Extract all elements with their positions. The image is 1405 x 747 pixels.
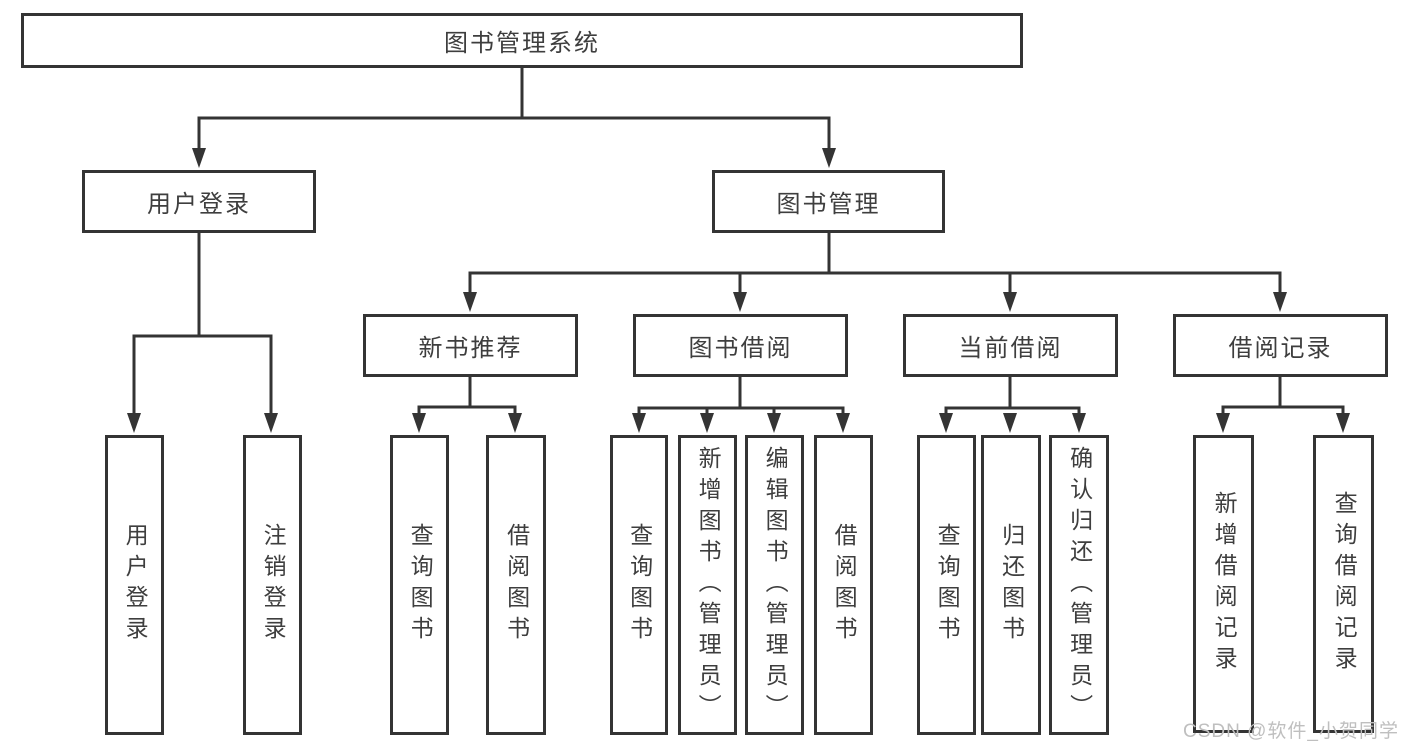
node-label: 确认归还（管理员） [1066, 445, 1093, 725]
node-current-borrowing: 当前借阅 [903, 314, 1118, 377]
connector-book-mgmt-to-level3 [468, 231, 1282, 296]
connector-borrow-record-to-leaves [1221, 375, 1345, 417]
node-query-books-3: 查询图书 [917, 435, 976, 735]
node-label: 借阅图书 [831, 523, 858, 647]
node-query-books-1: 查询图书 [390, 435, 449, 735]
node-library-management-system: 图书管理系统 [21, 13, 1023, 68]
node-label: 新增图书（管理员） [695, 445, 722, 725]
node-label: 新增借阅记录 [1211, 491, 1238, 677]
node-label: 查询图书 [407, 523, 434, 647]
node-book-borrowing: 图书借阅 [633, 314, 848, 377]
node-return-book: 归还图书 [981, 435, 1041, 735]
node-label: 用户登录 [122, 523, 149, 647]
node-borrow-books-1: 借阅图书 [486, 435, 546, 735]
connector-book-borrow-to-leaves [637, 375, 845, 417]
node-query-borrow-record: 查询借阅记录 [1313, 435, 1374, 733]
node-label: 用户登录 [147, 191, 251, 218]
node-label: 查询图书 [934, 523, 961, 647]
node-add-borrow-record: 新增借阅记录 [1193, 435, 1254, 733]
node-new-book-recommendation: 新书推荐 [363, 314, 578, 377]
node-label: 借阅图书 [503, 523, 530, 647]
connector-current-borrow-to-leaves [944, 375, 1081, 417]
node-label: 借阅记录 [1228, 335, 1333, 362]
node-label: 注销登录 [260, 523, 287, 647]
node-user-login-leaf: 用户登录 [105, 435, 164, 735]
node-label: 查询借阅记录 [1331, 491, 1358, 677]
node-label: 图书借阅 [688, 335, 793, 362]
connector-user-login-to-leaves [132, 231, 273, 417]
watermark: CSDN @软件_小贺同学 [1183, 721, 1399, 742]
node-label: 图书管理系统 [444, 30, 600, 57]
node-confirm-return-admin: 确认归还（管理员） [1049, 435, 1109, 735]
connector-new-book-to-leaves [417, 375, 517, 417]
node-add-book-admin: 新增图书（管理员） [678, 435, 737, 735]
node-logout: 注销登录 [243, 435, 302, 735]
node-book-management: 图书管理 [712, 170, 945, 233]
node-label: 查询图书 [626, 523, 653, 647]
node-edit-book-admin: 编辑图书（管理员） [745, 435, 804, 735]
connector-root-to-level2 [197, 66, 831, 152]
node-label: 当前借阅 [958, 335, 1063, 362]
arrowhead-icons [127, 148, 1350, 433]
node-user-login: 用户登录 [82, 170, 316, 233]
node-label: 编辑图书（管理员） [762, 445, 789, 725]
node-borrowing-records: 借阅记录 [1173, 314, 1388, 377]
node-label: 图书管理 [776, 191, 881, 218]
node-label: 归还图书 [998, 523, 1025, 647]
node-query-books-2: 查询图书 [610, 435, 668, 735]
node-label: 新书推荐 [418, 335, 523, 362]
node-borrow-books-2: 借阅图书 [814, 435, 873, 735]
